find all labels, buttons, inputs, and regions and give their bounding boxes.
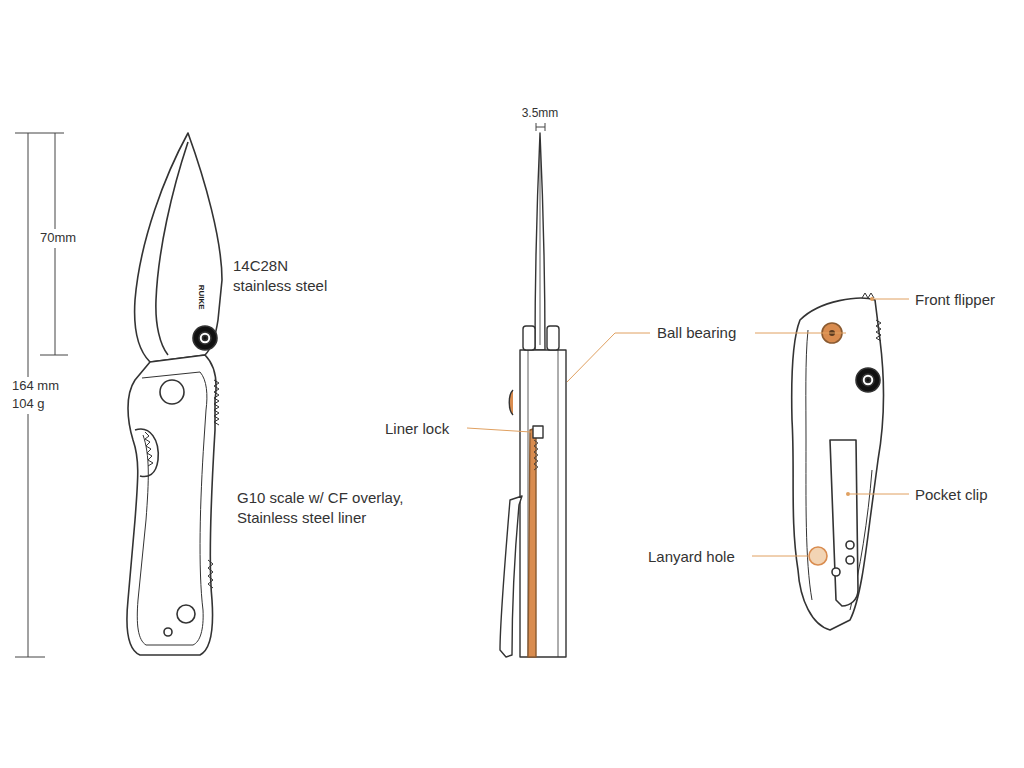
dimension-label: 3.5mm: [515, 106, 565, 122]
part-label: Front flipper: [915, 290, 995, 310]
brand-mark: RUIKE: [195, 285, 205, 310]
part-label: Pocket clip: [915, 485, 988, 505]
weight-label: 104 g: [10, 395, 47, 414]
dimension-label: 164 mm: [10, 377, 61, 396]
dimension-label: 70mm: [38, 229, 78, 248]
part-label: Lanyard hole: [648, 547, 735, 567]
part-label: Liner lock: [385, 419, 449, 439]
part-label: Ball bearing: [657, 323, 736, 343]
material-label: 14C28N stainless steel: [233, 256, 338, 295]
material-label: G10 scale w/ CF overlay, Stainless steel…: [237, 488, 427, 527]
